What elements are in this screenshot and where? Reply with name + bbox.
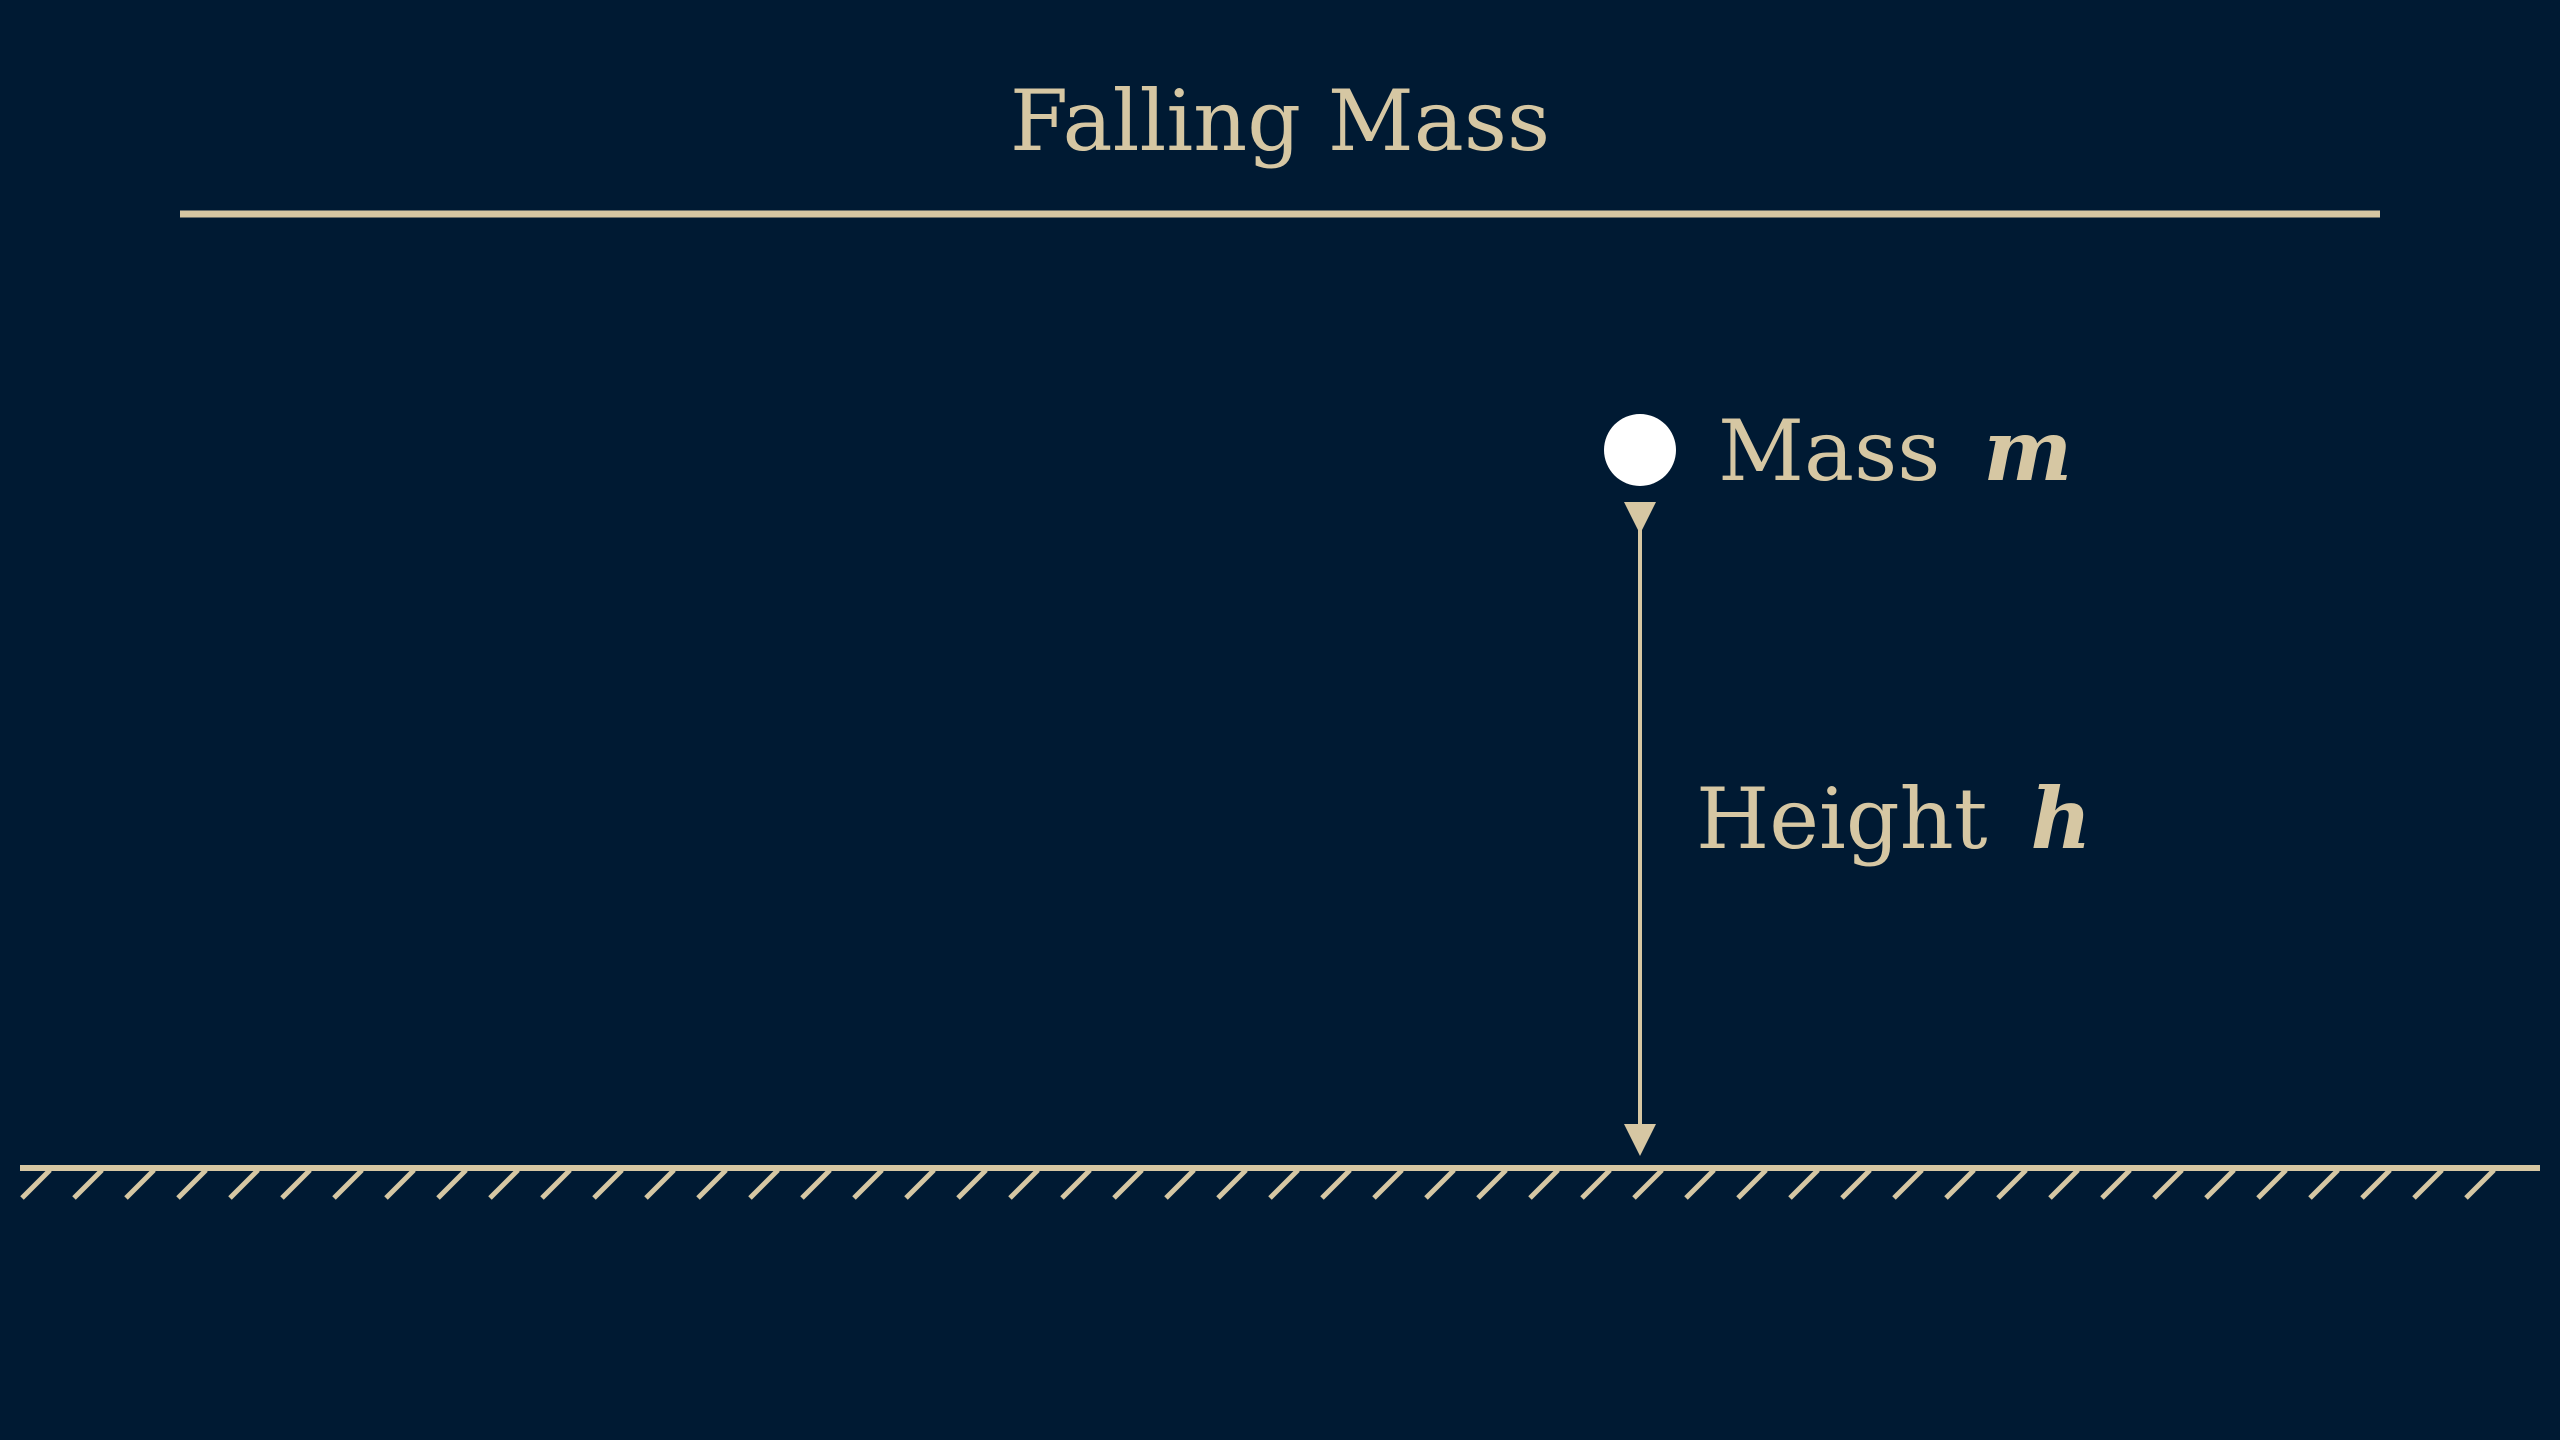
hatch-mark (2100, 1168, 2132, 1200)
mass-label: Mass m (1718, 401, 2072, 500)
hatch-mark (1268, 1168, 1300, 1200)
height-symbol: h (2030, 769, 2091, 868)
height-label: Height h (1696, 769, 2092, 868)
hatch-mark (800, 1168, 832, 1200)
hatch-mark (1216, 1168, 1248, 1200)
diagram-title: Falling Mass (1010, 72, 1550, 170)
hatch-mark (1528, 1168, 1560, 1200)
hatch-mark (1840, 1168, 1872, 1200)
hatch-mark (2412, 1168, 2444, 1200)
hatch-mark (2464, 1168, 2496, 1200)
hatch-mark (384, 1168, 416, 1200)
hatch-mark (1476, 1168, 1508, 1200)
height-label-text: Height (1696, 770, 1988, 868)
hatch-mark (1736, 1168, 1768, 1200)
hatch-mark (2308, 1168, 2340, 1200)
hatch-mark (1944, 1168, 1976, 1200)
hatch-mark (1164, 1168, 1196, 1200)
ground-hatching (20, 1168, 2496, 1200)
hatch-mark (1060, 1168, 1092, 1200)
hatch-mark (1996, 1168, 2028, 1200)
hatch-mark (124, 1168, 156, 1200)
hatch-mark (176, 1168, 208, 1200)
hatch-mark (2204, 1168, 2236, 1200)
hatch-mark (956, 1168, 988, 1200)
hatch-mark (540, 1168, 572, 1200)
hatch-mark (644, 1168, 676, 1200)
hatch-mark (696, 1168, 728, 1200)
hatch-mark (1008, 1168, 1040, 1200)
hatch-mark (20, 1168, 52, 1200)
mass-label-text: Mass (1718, 402, 1940, 500)
hatch-mark (1580, 1168, 1612, 1200)
hatch-mark (2048, 1168, 2080, 1200)
hatch-mark (1892, 1168, 1924, 1200)
hatch-mark (280, 1168, 312, 1200)
hatch-mark (1632, 1168, 1664, 1200)
hatch-mark (852, 1168, 884, 1200)
hatch-mark (1788, 1168, 1820, 1200)
hatch-mark (904, 1168, 936, 1200)
hatch-mark (2152, 1168, 2184, 1200)
hatch-mark (592, 1168, 624, 1200)
hatch-mark (228, 1168, 260, 1200)
hatch-mark (2360, 1168, 2392, 1200)
hatch-mark (332, 1168, 364, 1200)
hatch-mark (72, 1168, 104, 1200)
hatch-mark (436, 1168, 468, 1200)
mass-symbol: m (1983, 401, 2072, 500)
hatch-mark (1112, 1168, 1144, 1200)
hatch-mark (1372, 1168, 1404, 1200)
hatch-mark (748, 1168, 780, 1200)
mass-ball (1604, 414, 1676, 486)
hatch-mark (1684, 1168, 1716, 1200)
hatch-mark (2256, 1168, 2288, 1200)
hatch-mark (1424, 1168, 1456, 1200)
hatch-mark (1320, 1168, 1352, 1200)
hatch-mark (488, 1168, 520, 1200)
